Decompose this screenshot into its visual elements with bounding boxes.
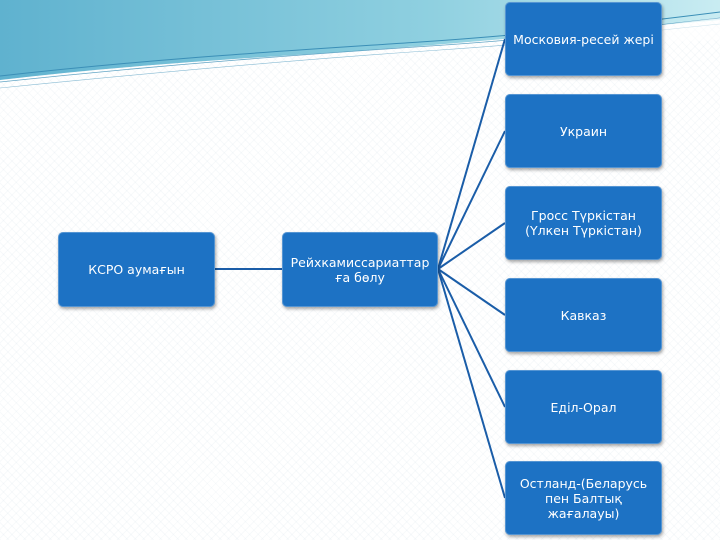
leaf-node-caucasus: Кавказ <box>505 278 662 352</box>
root-node: КСРО аумағын <box>58 232 215 307</box>
leaf-node-label: Еділ-Орал <box>550 399 617 415</box>
connector-to-leaf-6 <box>437 268 506 499</box>
leaf-node-ukraine: Украин <box>505 94 662 168</box>
root-node-label: КСРО аумағын <box>88 262 185 277</box>
connector-to-leaf-1 <box>437 38 506 270</box>
connector-to-leaf-2 <box>437 130 506 270</box>
connector-to-leaf-4 <box>437 268 506 316</box>
connector-to-leaf-3 <box>437 222 506 270</box>
leaf-node-label: Украин <box>559 123 608 139</box>
leaf-node-label: Остланд-(Беларусь пен Балтық жағалауы) <box>519 475 648 521</box>
middle-node: Рейхкамиссариаттарға бөлу <box>282 232 438 307</box>
leaf-node-idel-ural: Еділ-Орал <box>505 370 662 444</box>
leaf-node-moscow: Московия-ресей жері <box>505 2 662 76</box>
leaf-node-ostland: Остланд-(Беларусь пен Балтық жағалауы) <box>505 461 662 535</box>
leaf-node-label: Кавказ <box>560 307 607 323</box>
leaf-node-label: Гросс Түркістан (Үлкен Түркістан) <box>525 208 642 238</box>
leaf-node-label: Московия-ресей жері <box>513 31 654 47</box>
connector-to-leaf-5 <box>437 268 506 408</box>
middle-node-label: Рейхкамиссариаттарға бөлу <box>290 254 430 285</box>
leaf-node-turkestan: Гросс Түркістан (Үлкен Түркістан) <box>505 186 662 260</box>
